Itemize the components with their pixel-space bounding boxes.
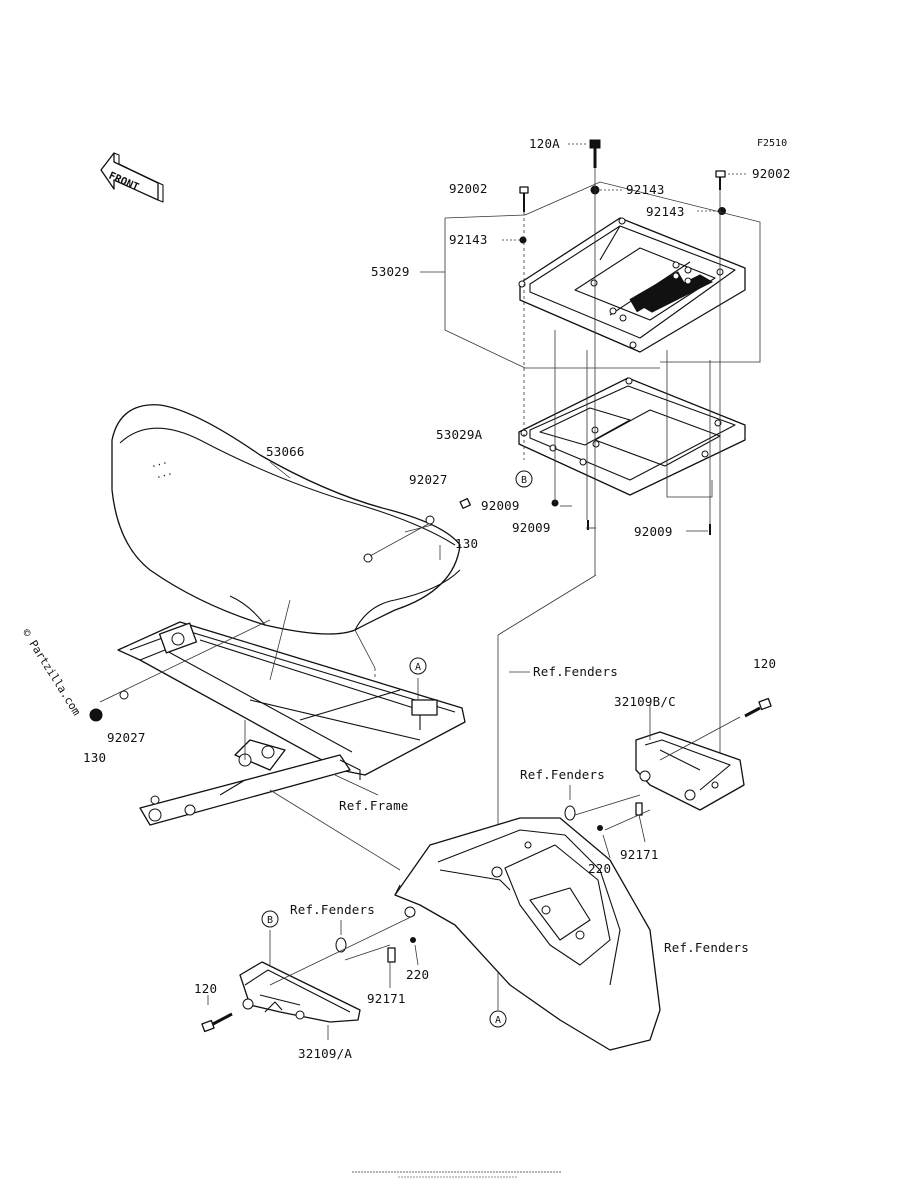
label-53029: 53029: [371, 264, 410, 279]
left-rail-leader-lines: [207, 914, 419, 1040]
label-120-left: 120: [194, 981, 217, 996]
washer-92027-top: [425, 515, 435, 525]
label-92171-left: 92171: [367, 991, 406, 1006]
label-ref-fenders-4: Ref.Fenders: [664, 940, 749, 955]
label-92002-right: 92002: [752, 166, 791, 181]
bushing-ref-fenders-right: [564, 805, 576, 821]
bolt-130-left: [89, 708, 103, 722]
label-92143-right: 92143: [646, 204, 685, 219]
bolt-130-top: [459, 497, 471, 509]
grab-rail-32109BC: [635, 731, 745, 811]
collar-92171-right: [635, 802, 643, 816]
label-92002-left: 92002: [449, 181, 488, 196]
right-rail-leader-lines: [569, 705, 741, 859]
seat-53066: ⋅⋅⋅ ⋅⋅⋅: [111, 404, 461, 635]
carrier-plate-53029A: [518, 377, 746, 496]
label-ref-frame: Ref.Frame: [339, 798, 409, 813]
label-32109BC: 32109B/C: [614, 694, 676, 709]
label-120A: 120A: [529, 136, 560, 151]
label-53029A: 53029A: [436, 427, 483, 442]
grab-rail-32109A: [239, 961, 361, 1023]
bushing-ref-fenders-left: [335, 937, 347, 953]
label-92009-r: 92009: [634, 524, 673, 539]
label-92143-left: 92143: [449, 232, 488, 247]
label-ref-fenders-1: Ref.Fenders: [533, 664, 618, 679]
label-ref-fenders-2: Ref.Fenders: [520, 767, 605, 782]
figure-code: F2510: [757, 138, 787, 149]
label-130-top: 130: [455, 536, 478, 551]
bolt-220-right: [597, 825, 603, 831]
frame: [117, 621, 466, 826]
label-92027-top: 92027: [409, 472, 448, 487]
label-220-right: 220: [588, 861, 611, 876]
collar-92171-left: [387, 947, 396, 963]
label-92143-top: 92143: [626, 182, 665, 197]
label-92171-right: 92171: [620, 847, 659, 862]
seat-leader-lines: [99, 461, 441, 871]
washer-92027-left: [119, 690, 129, 700]
rear-carrier-53029: [518, 217, 746, 353]
upper-leader-lines: [420, 143, 761, 1010]
callout-A-top: A: [409, 657, 427, 675]
label-130-left: 130: [83, 750, 106, 765]
svg-text:B: B: [521, 475, 527, 486]
bolt-220-left: [410, 937, 416, 943]
washer-92143-left: [519, 236, 527, 244]
bolt-92002-right: [715, 170, 726, 190]
label-92027-left: 92027: [107, 730, 146, 745]
callout-B-top: B: [515, 470, 533, 488]
bolt-120-right: [744, 697, 772, 718]
bolt-92002-left: [519, 186, 529, 212]
label-53066: 53066: [266, 444, 305, 459]
front-direction-arrow: FRONT: [100, 152, 164, 203]
label-120-right: 120: [753, 656, 776, 671]
bolt-120A: [589, 139, 601, 168]
svg-text:A: A: [415, 662, 421, 673]
svg-text:⋅⋅⋅: ⋅⋅⋅: [150, 458, 169, 473]
svg-text:A: A: [495, 1015, 501, 1026]
rear-fender: [394, 817, 661, 1051]
footer-fine-print: [352, 1171, 562, 1178]
callout-A-bottom: A: [489, 1010, 507, 1028]
svg-text:⋅⋅⋅: ⋅⋅⋅: [155, 469, 174, 484]
label-32109A: 32109/A: [298, 1046, 352, 1061]
label-ref-fenders-3: Ref.Fenders: [290, 902, 375, 917]
callout-B-bottom: B: [261, 910, 279, 928]
label-92009-b: 92009: [481, 498, 520, 513]
watermark: © Partzilla.com: [19, 627, 83, 718]
label-220-left: 220: [406, 967, 429, 982]
bolt-120-left: [201, 1012, 233, 1033]
label-92009-c: 92009: [512, 520, 551, 535]
svg-text:B: B: [267, 915, 273, 926]
